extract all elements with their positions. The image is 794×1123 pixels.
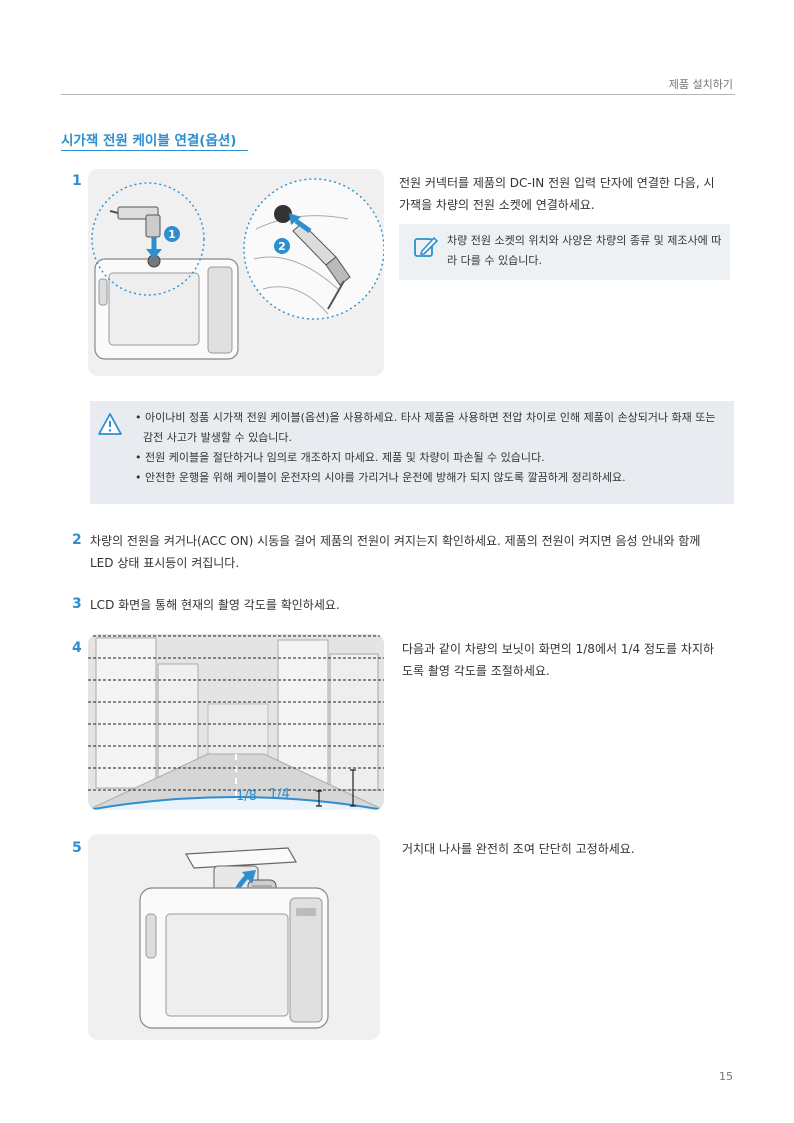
note-box — [399, 224, 730, 280]
step-4-text: 다음과 같이 차량의 보닛이 화면의 1/8에서 1/4 정도를 차지하도록 촬… — [402, 642, 715, 678]
section-title-underline — [61, 150, 248, 151]
figure-cable-connection-drawing: 1 2 — [91, 178, 384, 360]
callout-2: 2 — [278, 240, 286, 253]
step-5-text: 거치대 나사를 완전히 조여 단단히 고정하세요. — [402, 842, 635, 856]
step-3-text: LCD 화면을 통해 현재의 촬영 각도를 확인하세요. — [90, 598, 340, 612]
section-title: 시가잭 전원 케이블 연결(옵션) — [61, 133, 237, 149]
step-1-number: 1 — [72, 173, 82, 189]
warning-item: 안전한 운행을 위해 케이블이 운전자의 시야를 가리거나 운전에 방해가 되지… — [135, 468, 725, 488]
header-divider — [61, 94, 735, 95]
step-1-text: 전원 커넥터를 제품의 DC-IN 전원 입력 단자에 연결한 다음, 시가잭을… — [399, 176, 715, 212]
warning-item: 전원 케이블을 절단하거나 임의로 개조하지 마세요. 제품 및 차량이 파손될… — [135, 448, 725, 468]
ratio-label-eighth: 1/8 — [236, 789, 257, 804]
figure-camera-angle: 1/8 1/4 — [88, 634, 384, 810]
figure-mount-screw-drawing — [139, 847, 329, 1029]
warning-triangle-icon — [97, 412, 123, 436]
ratio-label-quarter: 1/4 — [269, 787, 290, 802]
warning-item: 아이나비 정품 시가잭 전원 케이블(옵션)을 사용하세요. 타사 제품을 사용… — [135, 408, 725, 448]
step-5-number: 5 — [72, 840, 82, 856]
figure-camera-angle-drawing — [88, 634, 384, 810]
step-2-text: 차량의 전원을 켜거나(ACC ON) 시동을 걸어 제품의 전원이 켜지는지 … — [90, 534, 701, 570]
step-4-number: 4 — [72, 640, 82, 656]
figure-mount-screw — [88, 834, 380, 1040]
figure-cable-connection: 1 2 — [88, 169, 384, 376]
page-number: 15 — [719, 1070, 733, 1083]
step-3-number: 3 — [72, 596, 82, 612]
step-2-number: 2 — [72, 532, 82, 548]
warning-list: 아이나비 정품 시가잭 전원 케이블(옵션)을 사용하세요. 타사 제품을 사용… — [135, 408, 725, 488]
note-text: 차량 전원 소켓의 위치와 사양은 차량의 종류 및 제조사에 따라 다를 수 … — [447, 234, 722, 267]
callout-1: 1 — [168, 228, 176, 241]
page-header-title: 제품 설치하기 — [668, 78, 733, 91]
pencil-note-icon — [412, 234, 439, 260]
